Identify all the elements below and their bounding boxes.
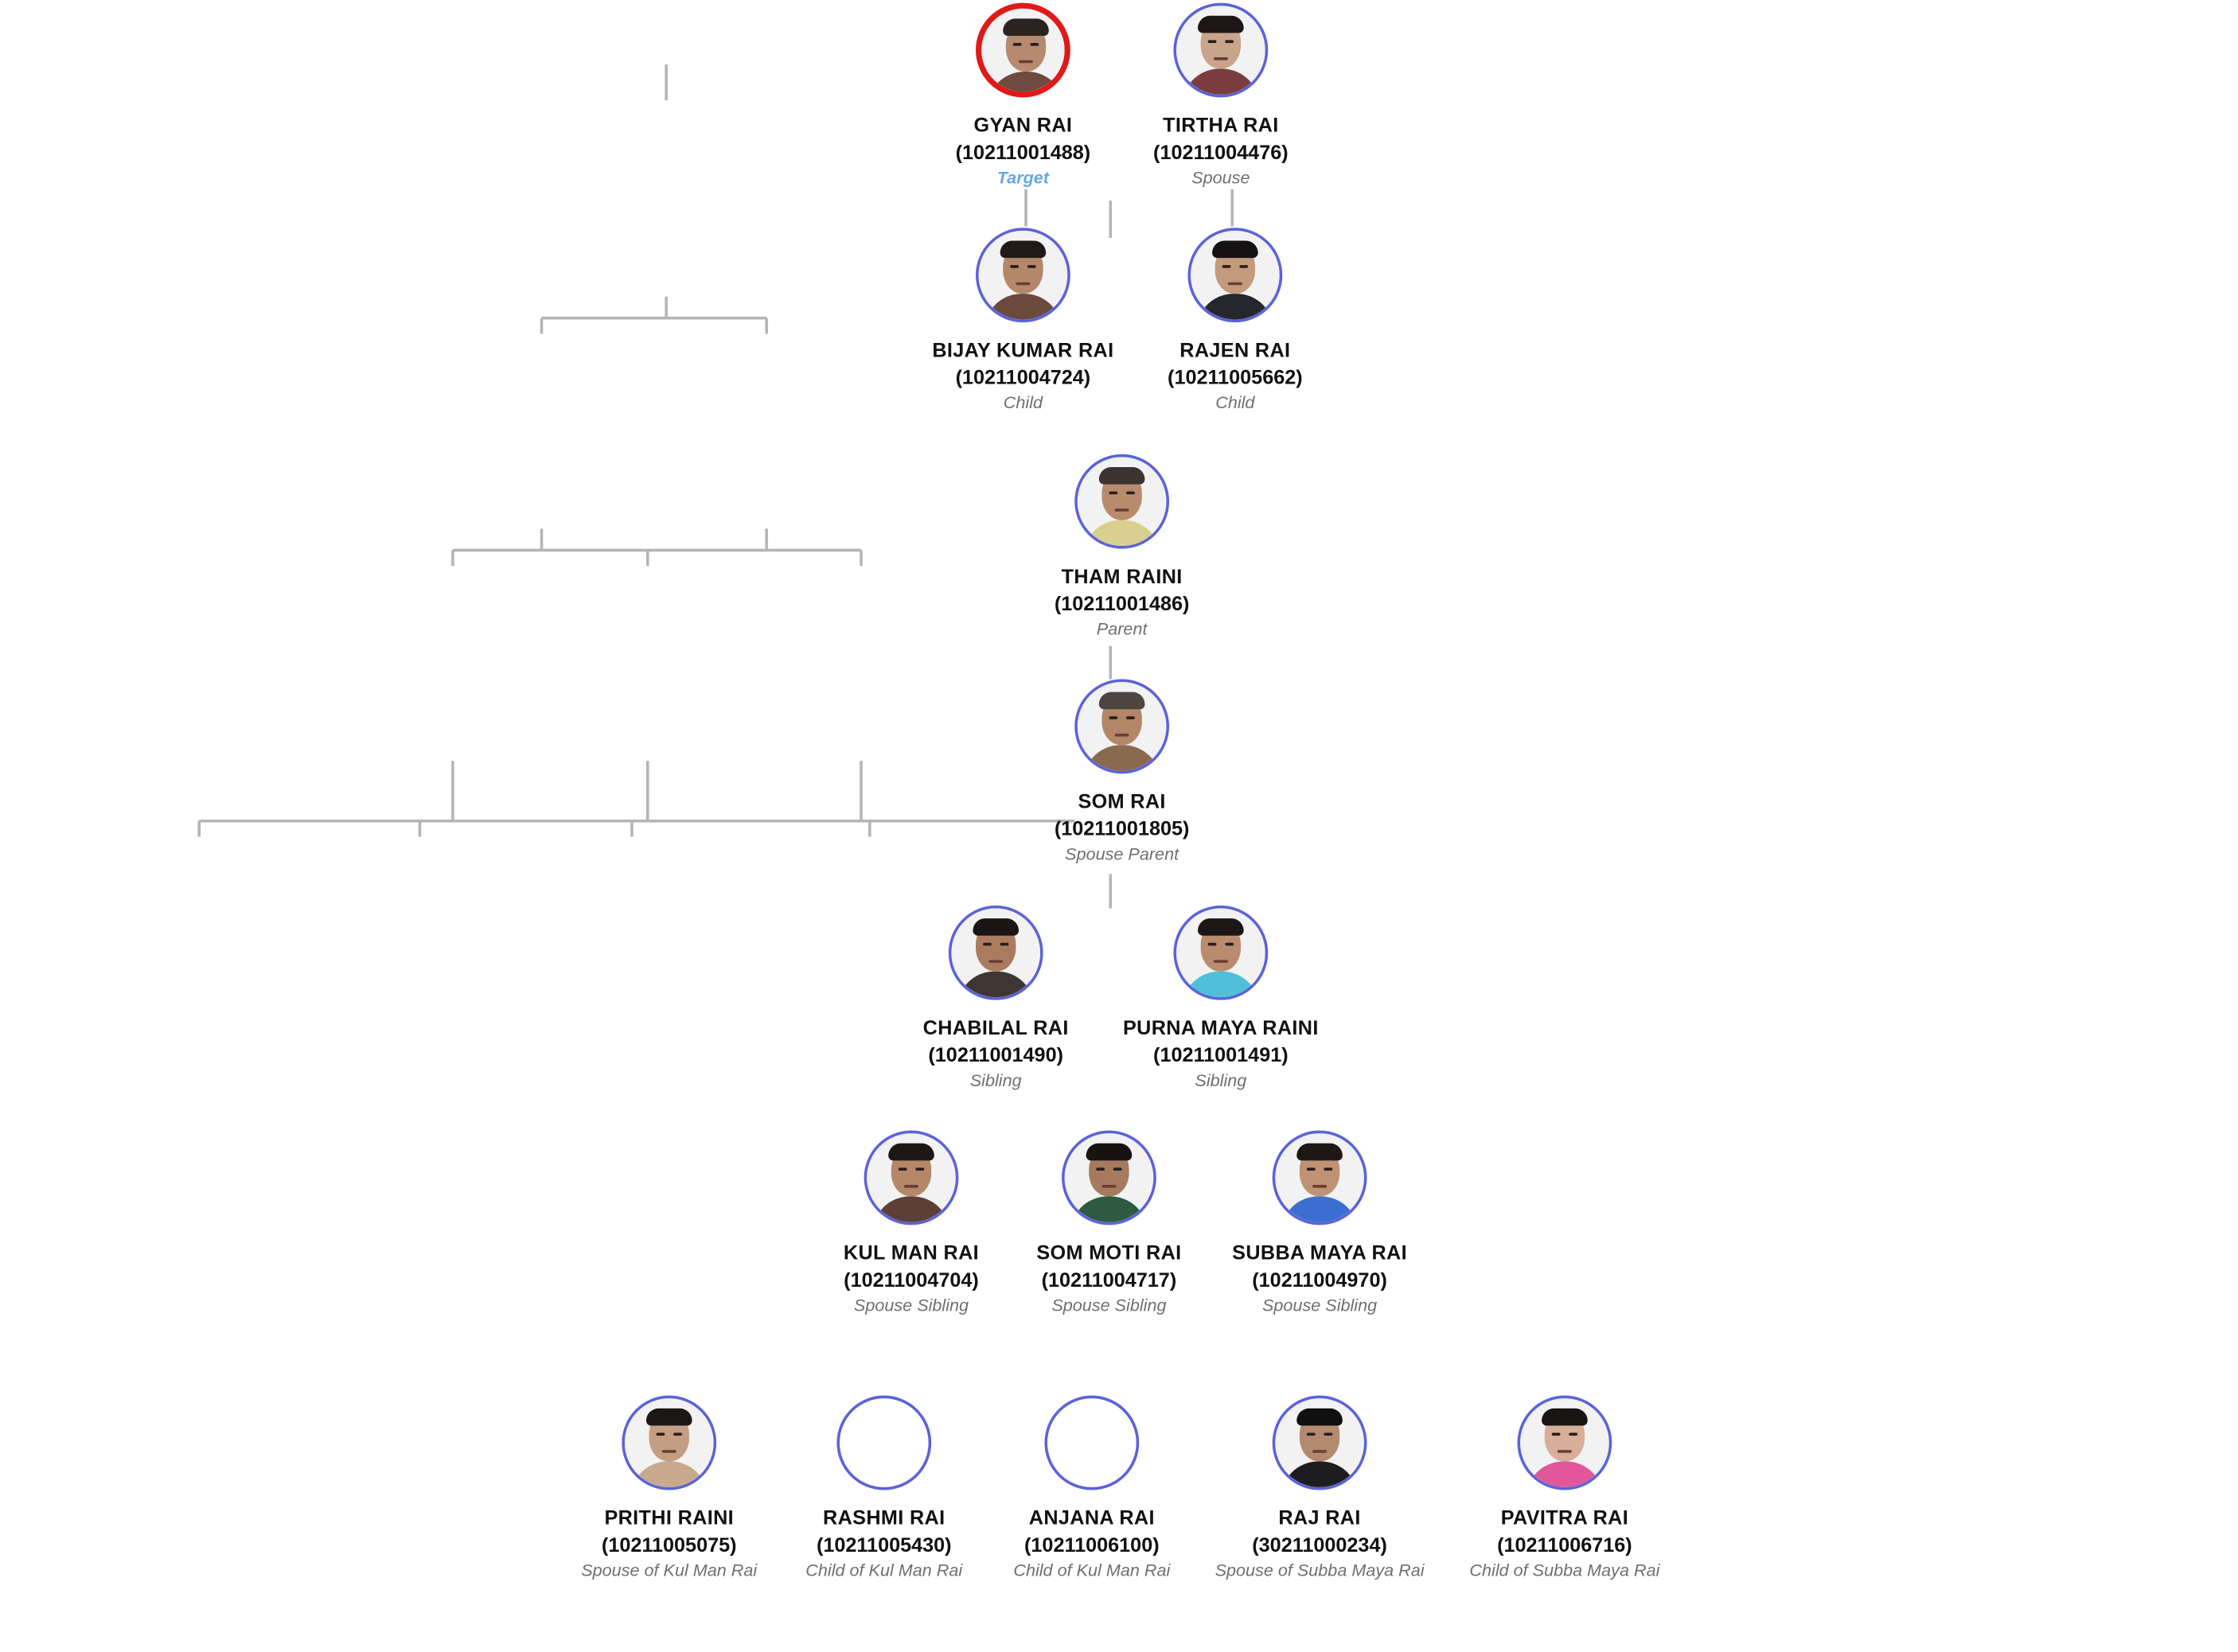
relation-label: Spouse of Kul Man Rai (581, 1560, 758, 1580)
relation-label: Spouse Sibling (853, 1295, 969, 1315)
person-name: TIRTHA RAI (1163, 113, 1279, 137)
person-cid: (10211001488) (955, 140, 1091, 164)
person-node-chabilal[interactable]: CHABILAL RAI (10211001490) Sibling (881, 905, 1110, 1093)
target-label: Target (996, 167, 1050, 188)
person-photo[interactable] (976, 228, 1070, 323)
person-cid: (10211005430) (816, 1533, 952, 1557)
person-photo[interactable] (1187, 228, 1283, 323)
person-node-gyan[interactable]: GYAN RAI (10211001488) Target (908, 2, 1137, 191)
person-node-anjana[interactable]: ANJANA RAI (10211006100) Child of Kul Man … (977, 1395, 1207, 1584)
person-cid: (10211005662) (1168, 365, 1303, 388)
relation-label: Sibling (1195, 1070, 1247, 1091)
person-name: KUL MAN RAI (843, 1241, 980, 1264)
person-node-prithi[interactable]: PRITHI RAINI (10211005075) Spouse of Kul M… (555, 1395, 784, 1584)
relation-label: Child (1003, 392, 1043, 413)
person-name: BIJAY KUMAR RAI (932, 337, 1114, 361)
person-photo[interactable] (948, 905, 1043, 1000)
person-photo[interactable] (1173, 2, 1269, 98)
relation-label: Spouse (1191, 167, 1250, 188)
person-node-sommoti[interactable]: SOM MOTI RAI (10211004717) Spouse Sibling (994, 1130, 1223, 1319)
person-cid: (10211001805) (1054, 816, 1190, 840)
person-cid: (10211004970) (1252, 1268, 1387, 1292)
person-photo[interactable] (1272, 1130, 1367, 1225)
person-node-subba[interactable]: SUBBA MAYA RAI (10211004970) Spouse Siblin… (1205, 1130, 1434, 1319)
person-photo[interactable] (1074, 454, 1170, 549)
relation-label: Child of Subba Maya Rai (1469, 1560, 1660, 1580)
person-name: RAJ RAI (1278, 1506, 1361, 1529)
person-name: CHABILAL RAI (922, 1015, 1069, 1039)
empty-photo-placeholder[interactable] (1044, 1395, 1140, 1490)
person-node-tirtha[interactable]: TIRTHA RAI (10211004476) Spouse (1106, 2, 1335, 191)
person-cid: (10211004476) (1153, 140, 1289, 164)
person-name: RASHMI RAI (823, 1506, 945, 1529)
relation-label: Spouse Parent (1065, 844, 1179, 864)
relation-label: Spouse Sibling (1051, 1295, 1167, 1315)
person-cid: (10211004704) (844, 1268, 979, 1292)
person-node-rajen[interactable]: RAJEN RAI (10211005662) Child (1121, 228, 1350, 415)
person-name: SOM RAI (1078, 789, 1166, 812)
person-node-purna[interactable]: PURNA MAYA RAINI (10211001491) Sibling (1106, 905, 1335, 1093)
relation-label: Spouse Sibling (1262, 1295, 1378, 1315)
person-node-som[interactable]: SOM RAI (10211001805) Spouse Parent (1008, 679, 1237, 867)
person-photo[interactable] (1074, 679, 1170, 774)
person-cid: (10211004717) (1041, 1268, 1177, 1292)
person-cid: (10211004724) (955, 365, 1091, 388)
person-node-rashmi[interactable]: RASHMI RAI (10211005430) Child of Kul Man … (770, 1395, 999, 1584)
person-name: THAM RAINI (1061, 564, 1183, 588)
person-node-raj[interactable]: RAJ RAI (30211000234) Spouse of Subba Maya… (1205, 1395, 1434, 1584)
person-name: GYAN RAI (973, 113, 1073, 137)
person-name: PURNA MAYA RAINI (1122, 1015, 1319, 1039)
person-cid: (10211006100) (1024, 1533, 1160, 1557)
person-photo[interactable] (1517, 1395, 1612, 1490)
person-name: SOM MOTI RAI (1036, 1241, 1182, 1264)
person-photo[interactable] (1173, 905, 1269, 1000)
relation-label: Child of Kul Man Rai (1013, 1560, 1171, 1580)
relation-label: Parent (1096, 618, 1148, 640)
person-node-tham[interactable]: THAM RAINI (10211001486) Parent (1008, 454, 1237, 642)
person-cid: (10211006716) (1497, 1533, 1632, 1557)
person-name: RAJEN RAI (1179, 337, 1291, 361)
person-cid: (10211001490) (928, 1042, 1063, 1066)
person-name: PAVITRA RAI (1500, 1506, 1629, 1529)
person-cid: (10211005075) (601, 1533, 737, 1557)
person-photo[interactable] (1062, 1130, 1156, 1225)
relation-label: Spouse of Subba Maya Rai (1215, 1560, 1425, 1580)
relation-label: Sibling (969, 1070, 1022, 1091)
person-photo[interactable] (976, 2, 1070, 98)
person-cid: (10211001486) (1054, 591, 1190, 615)
person-node-kulman[interactable]: KUL MAN RAI (10211004704) Spouse Sibling (797, 1130, 1026, 1319)
empty-photo-placeholder[interactable] (836, 1395, 932, 1490)
person-node-bijay[interactable]: BIJAY KUMAR RAI (10211004724) Child (908, 228, 1137, 415)
relation-label: Child of Kul Man Rai (805, 1560, 963, 1580)
person-name: PRITHI RAINI (604, 1506, 735, 1529)
relation-label: Child (1215, 392, 1255, 413)
person-node-pavitra[interactable]: PAVITRA RAI (10211006716) Child of Subba M… (1450, 1395, 1679, 1584)
person-photo[interactable] (622, 1395, 717, 1490)
person-name: ANJANA RAI (1028, 1506, 1155, 1529)
person-photo[interactable] (1272, 1395, 1367, 1490)
person-cid: (30211000234) (1252, 1533, 1387, 1557)
person-cid: (10211001491) (1153, 1042, 1289, 1066)
person-name: SUBBA MAYA RAI (1232, 1241, 1407, 1264)
person-photo[interactable] (864, 1130, 959, 1225)
